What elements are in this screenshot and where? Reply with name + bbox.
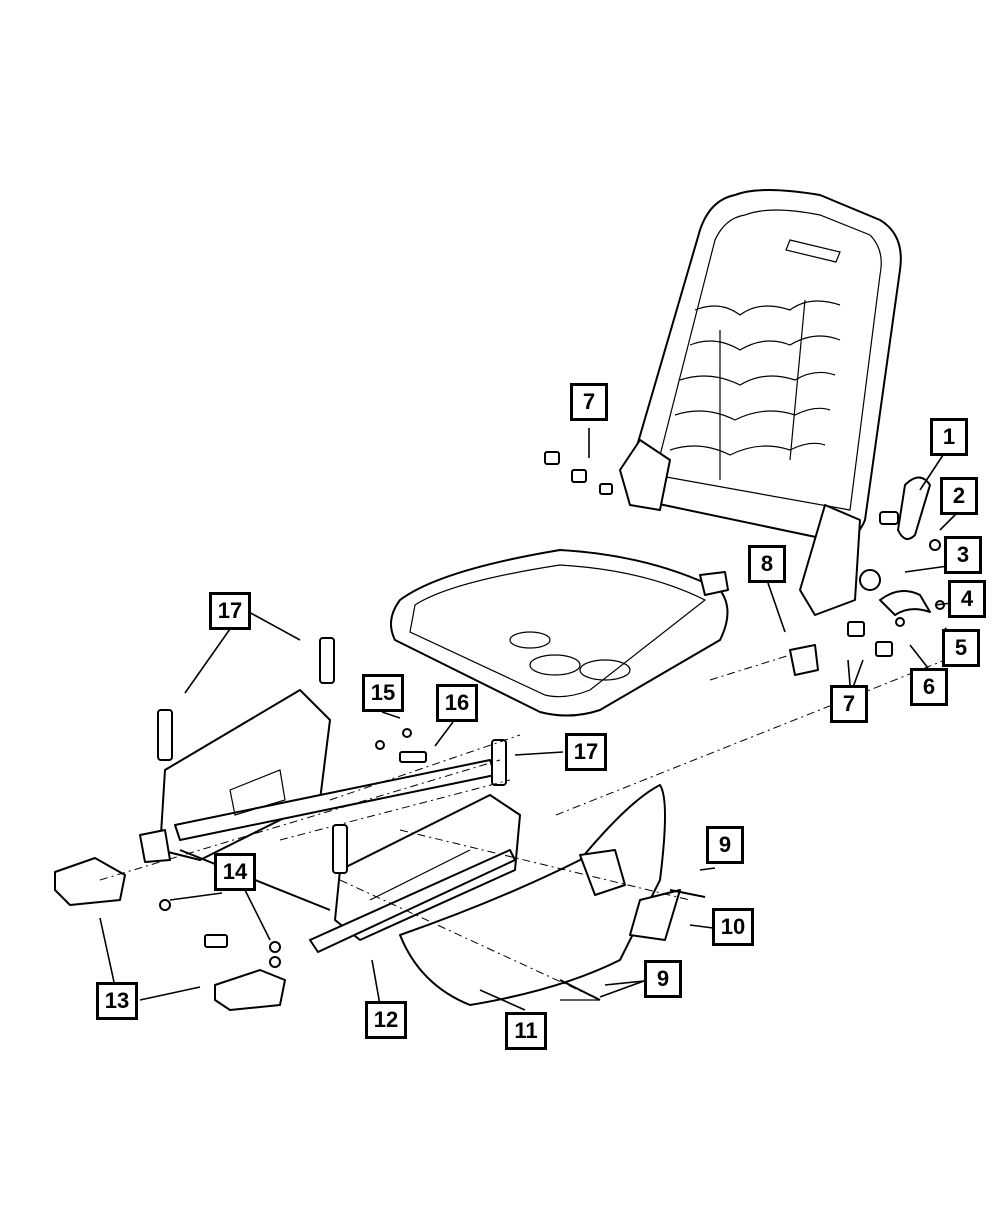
callout-4[interactable]: 4 [948,580,986,618]
fasteners-lower [159,728,427,968]
track-covers [54,857,286,1011]
callout-14[interactable]: 14 [214,853,256,891]
shield-screws [559,889,706,1001]
callout-17-upper[interactable]: 17 [209,592,251,630]
seat-cushion-pan [390,549,819,717]
recliner-handle-parts [847,476,945,657]
callout-11[interactable]: 11 [505,1012,547,1050]
mounting-studs [157,637,507,874]
callout-15[interactable]: 15 [362,674,404,712]
callout-7-lower[interactable]: 7 [830,685,868,723]
callout-9-upper[interactable]: 9 [706,826,744,864]
seat-adjuster-track [139,689,521,953]
callout-1[interactable]: 1 [930,418,968,456]
pivot-bolts-left [544,451,613,495]
leader-lines [99,428,958,1011]
callout-7-upper[interactable]: 7 [570,383,608,421]
callout-9-lower[interactable]: 9 [644,960,682,998]
seat-back-frame [619,189,902,616]
callout-16[interactable]: 16 [436,684,478,722]
callout-2[interactable]: 2 [940,477,978,515]
callout-5[interactable]: 5 [942,629,980,667]
callout-6[interactable]: 6 [910,668,948,706]
callout-10[interactable]: 10 [712,908,754,946]
callout-12[interactable]: 12 [365,1001,407,1039]
assembly-lines [99,654,946,1001]
callout-3[interactable]: 3 [944,536,982,574]
side-shield [399,784,681,1006]
callout-17-lower[interactable]: 17 [565,733,607,771]
callout-8[interactable]: 8 [748,545,786,583]
callout-13[interactable]: 13 [96,982,138,1020]
